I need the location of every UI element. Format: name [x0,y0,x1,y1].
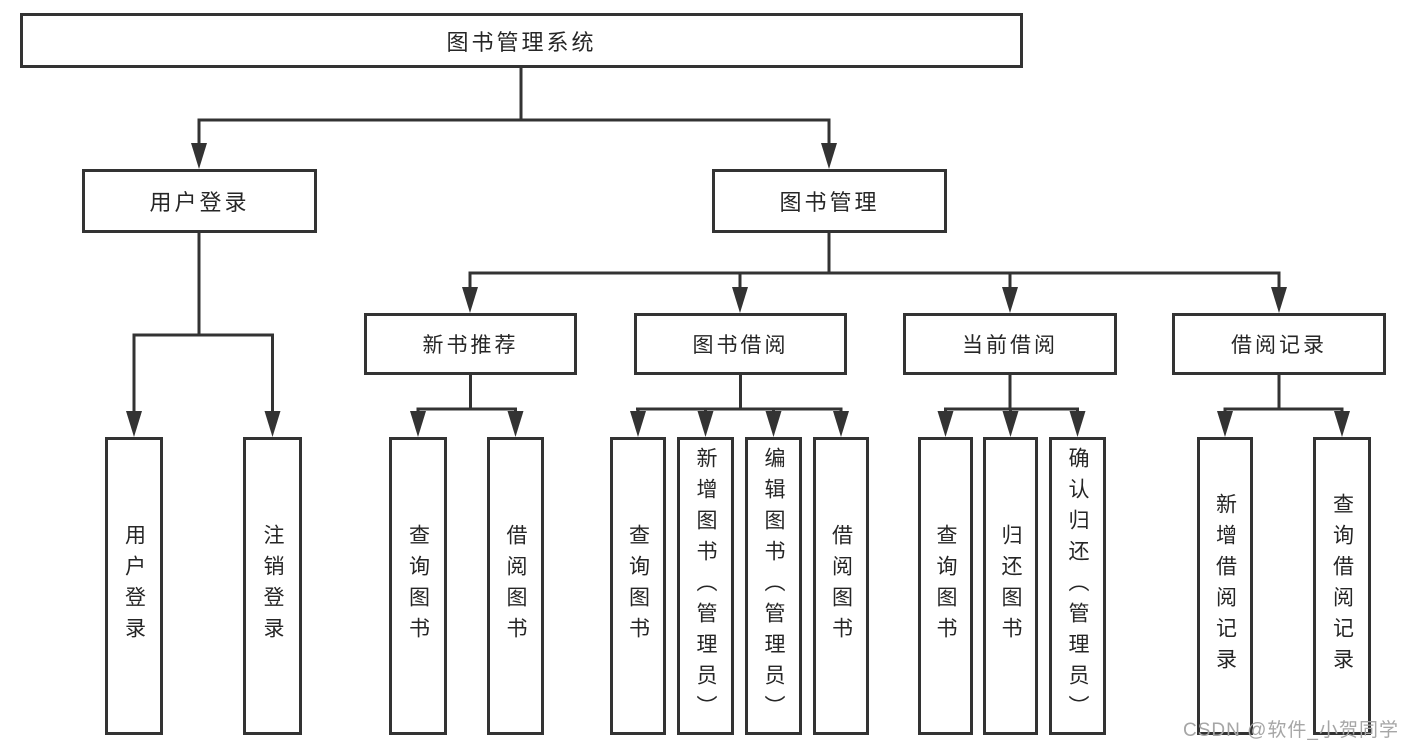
node-borrow-records: 借阅记录 [1172,313,1386,375]
node-user-login-label: 用户登录 [149,190,250,215]
csdn-watermark: CSDN @软件_小贺同学 [1183,720,1399,741]
leaf-return-book-label: 归还图书 [999,524,1022,648]
leaf-borrow-books-recommend-label: 借阅图书 [504,524,527,648]
leaf-user-login-label: 用户登录 [122,524,146,648]
leaf-confirm-return-admin-label: 确认归还（管理员） [1066,446,1089,726]
node-book-borrow: 图书借阅 [634,313,847,375]
leaf-borrow-books-borrow-label: 借阅图书 [829,524,853,648]
leaf-return-book: 归还图书 [983,437,1038,735]
node-borrow-records-label: 借阅记录 [1231,334,1327,357]
leaf-edit-book-admin-label: 编辑图书（管理员） [762,446,785,726]
node-root-label: 图书管理系统 [446,29,597,55]
leaf-query-books-current-label: 查询图书 [934,524,957,648]
leaf-logout: 注销登录 [243,437,302,735]
node-current-borrow-label: 当前借阅 [962,334,1058,357]
node-book-management-label: 图书管理 [779,190,880,215]
node-user-login: 用户登录 [82,169,317,233]
leaf-user-login: 用户登录 [105,437,163,735]
node-new-book-recommend: 新书推荐 [364,313,577,375]
leaf-query-books-borrow-label: 查询图书 [626,524,650,648]
branch-borrow-records [1217,375,1350,437]
leaf-logout-label: 注销登录 [261,524,284,648]
node-book-borrow-label: 图书借阅 [692,334,789,357]
leaf-borrow-books-recommend: 借阅图书 [487,437,544,735]
node-root-system: 图书管理系统 [20,13,1023,68]
node-current-borrow: 当前借阅 [903,313,1117,375]
leaf-add-book-admin: 新增图书（管理员） [677,437,734,735]
branch-current-borrow [937,375,1086,437]
node-book-management: 图书管理 [712,169,947,233]
branch-user-login [126,233,281,437]
leaf-add-book-admin-label: 新增图书（管理员） [694,446,717,726]
arrows-level2 [191,120,837,169]
node-new-book-recommend-label: 新书推荐 [422,334,519,357]
branch-book-management [462,233,1287,313]
leaf-add-borrow-record-label: 新增借阅记录 [1213,493,1237,679]
leaf-query-books-recommend: 查询图书 [389,437,447,735]
leaf-edit-book-admin: 编辑图书（管理员） [745,437,802,735]
leaf-query-books-current: 查询图书 [918,437,973,735]
leaf-query-borrow-record: 查询借阅记录 [1313,437,1371,735]
branch-new-book-recommend [410,375,524,437]
leaf-add-borrow-record: 新增借阅记录 [1197,437,1253,735]
leaf-query-books-recommend-label: 查询图书 [406,524,430,648]
leaf-confirm-return-admin: 确认归还（管理员） [1049,437,1106,735]
trunk-root [197,67,831,122]
leaf-query-borrow-record-label: 查询借阅记录 [1330,493,1354,679]
leaf-borrow-books-borrow: 借阅图书 [813,437,869,735]
leaf-query-books-borrow: 查询图书 [610,437,666,735]
branch-book-borrow [630,375,849,437]
